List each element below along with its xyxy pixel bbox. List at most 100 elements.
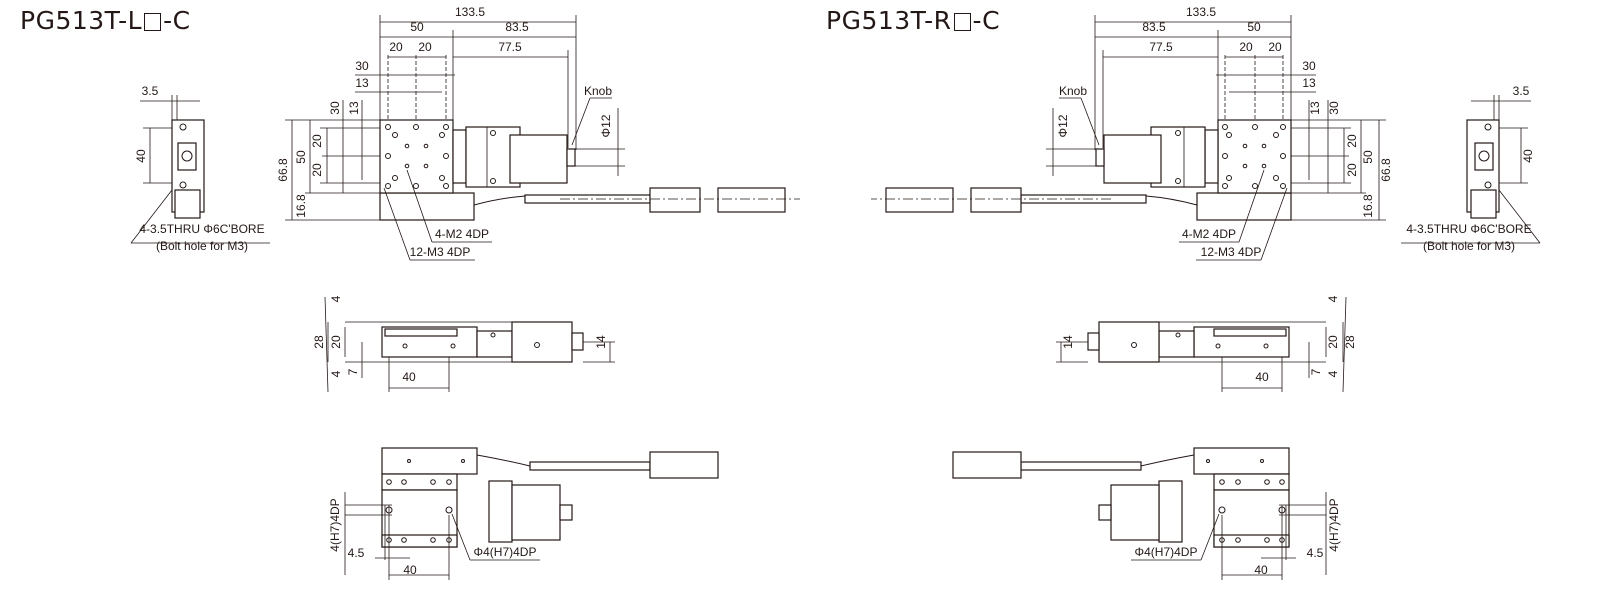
m3-hole-icon bbox=[443, 124, 449, 130]
dim-label-side-3-5: 3.5 bbox=[142, 84, 159, 98]
m2-hole-icon bbox=[1261, 163, 1267, 169]
dim-label-motor-to-knob: 77.5 bbox=[1149, 40, 1173, 54]
knob bbox=[1095, 148, 1105, 167]
connector bbox=[717, 187, 786, 213]
dim-label-motor-to-knob: 77.5 bbox=[498, 40, 522, 54]
dim-label-h13: 13 bbox=[1302, 76, 1316, 90]
connector bbox=[885, 187, 954, 213]
leader bbox=[1238, 169, 1265, 243]
m2-hole-icon bbox=[404, 163, 410, 169]
dim-label-f-4bot: 4 bbox=[1326, 370, 1340, 377]
hole-icon bbox=[1219, 479, 1225, 485]
front-knob bbox=[1087, 332, 1100, 351]
dim-label-b-40: 40 bbox=[1254, 563, 1268, 577]
front-motor bbox=[511, 321, 573, 363]
dim-label-v50: 50 bbox=[294, 150, 308, 164]
dim-label-v16-8: 16.8 bbox=[294, 194, 308, 218]
pin-hole-icon bbox=[445, 506, 453, 514]
dim-label-v20a: 20 bbox=[310, 134, 324, 148]
m3-hole-icon bbox=[1280, 153, 1286, 159]
m3-hole-icon bbox=[1252, 183, 1258, 189]
dim-label-f-4top: 4 bbox=[1326, 295, 1340, 302]
m3-hole-icon bbox=[443, 153, 449, 159]
placeholder-box-icon bbox=[953, 13, 971, 31]
dim-label-v66-8: 66.8 bbox=[276, 158, 290, 182]
shaft-icon bbox=[1478, 150, 1490, 162]
front-knob bbox=[571, 332, 584, 351]
screw-icon bbox=[461, 459, 465, 463]
dim-label-stage-width: 50 bbox=[1247, 20, 1261, 34]
dim-label-overall: 133.5 bbox=[1186, 5, 1216, 19]
screw-icon bbox=[534, 342, 540, 348]
m2-hole-icon bbox=[423, 143, 429, 149]
front-motor bbox=[1098, 321, 1160, 363]
m3-hole-icon bbox=[439, 132, 445, 138]
bottom-plate bbox=[1213, 473, 1290, 491]
dim-label-f-20: 20 bbox=[1326, 335, 1340, 349]
dim-label-side-3-5: 3.5 bbox=[1513, 84, 1530, 98]
screw-icon bbox=[179, 123, 187, 131]
screw-icon bbox=[407, 459, 411, 463]
screw-icon bbox=[1175, 332, 1181, 338]
leader bbox=[451, 513, 471, 561]
dim-label-overall: 133.5 bbox=[455, 5, 485, 19]
dim-label-h30: 30 bbox=[1302, 59, 1316, 73]
front-rail bbox=[1213, 328, 1287, 337]
screw-icon bbox=[490, 130, 496, 136]
dim-label-v20b: 20 bbox=[310, 163, 324, 177]
shaft-icon bbox=[181, 150, 193, 162]
motor-body bbox=[509, 134, 568, 184]
screw-icon bbox=[1263, 343, 1269, 349]
screw-icon bbox=[1131, 342, 1137, 348]
left-title-prefix: PG513T-L bbox=[20, 6, 143, 35]
hole-icon bbox=[1235, 479, 1241, 485]
knob bbox=[566, 148, 576, 167]
pin-hole-icon bbox=[1218, 506, 1226, 514]
dim-label-b-phi: Φ4(H7)4DP bbox=[1135, 545, 1198, 559]
bottom-knob bbox=[559, 504, 573, 521]
dim-label-f-7: 7 bbox=[1309, 368, 1323, 375]
bottom-gearbox bbox=[488, 480, 513, 543]
stage-base bbox=[1196, 192, 1292, 221]
dim-label-v20b: 20 bbox=[1345, 163, 1359, 177]
dim-label-pitch-b: 20 bbox=[1239, 40, 1253, 54]
bottom-plate bbox=[381, 473, 458, 491]
dim-label-f-40: 40 bbox=[402, 370, 416, 384]
screw-icon bbox=[179, 181, 187, 189]
dim-label-v66-8: 66.8 bbox=[1379, 158, 1393, 182]
cable-bend bbox=[476, 454, 531, 467]
dim-label-h30: 30 bbox=[355, 59, 369, 73]
m3-hole-icon bbox=[1222, 153, 1228, 159]
dim-label-m2: 4-M2 4DP bbox=[1182, 227, 1236, 241]
dim-label-side-40: 40 bbox=[134, 149, 148, 163]
dim-label-knob: Knob bbox=[584, 84, 612, 98]
dim-label-v50: 50 bbox=[1361, 150, 1375, 164]
placeholder-box-icon bbox=[144, 13, 162, 31]
left-model-title: PG513T-L-C bbox=[20, 6, 191, 35]
m3-hole-icon bbox=[1280, 183, 1286, 189]
m3-hole-icon bbox=[439, 175, 445, 181]
screw-icon bbox=[1175, 130, 1181, 136]
stage-top bbox=[379, 119, 454, 194]
dim-label-b-4-5: 4.5 bbox=[348, 546, 365, 560]
m3-hole-icon bbox=[1273, 132, 1279, 138]
cable-bend bbox=[1145, 195, 1198, 206]
ext-line bbox=[1342, 296, 1347, 393]
hole-icon bbox=[401, 479, 407, 485]
cable-bend bbox=[1140, 454, 1195, 467]
bottom-motor bbox=[1110, 484, 1160, 541]
dim-label-side-40: 40 bbox=[1521, 149, 1535, 163]
dim-label-bore: 4-3.5THRU Φ6C'BORE bbox=[139, 222, 264, 236]
m2-hole-icon bbox=[404, 143, 410, 149]
hole-icon bbox=[1235, 537, 1241, 543]
m2-hole-icon bbox=[423, 163, 429, 169]
bottom-knob bbox=[1098, 504, 1112, 521]
m3-hole-icon bbox=[1280, 124, 1286, 130]
dim-label-f-28: 28 bbox=[1343, 335, 1357, 349]
screw-icon bbox=[490, 178, 496, 184]
dim-label-f-14: 14 bbox=[1061, 335, 1075, 349]
screw-icon bbox=[1484, 181, 1492, 189]
connector bbox=[970, 187, 1022, 213]
